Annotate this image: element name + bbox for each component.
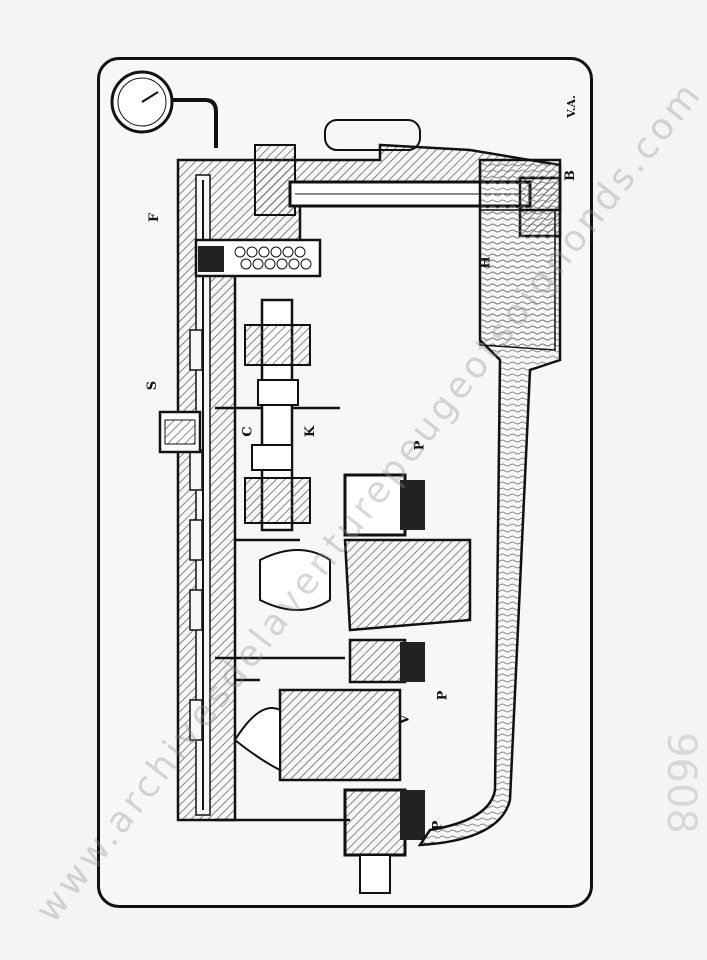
label-F: F [147,212,163,223]
label-K: K [303,425,319,438]
initials-label: V.A. [564,95,578,118]
label-H: H [478,256,494,269]
relief-valve [158,410,202,454]
label-P-bottom: P [430,820,446,831]
camshaft [244,298,311,532]
pressure-gauge [110,70,218,148]
oil-filter [194,238,322,278]
label-P-mid: P [435,690,451,701]
label-B: B [563,170,578,181]
oil-sump [417,158,562,847]
label-V: V [397,714,413,725]
crankshaft [233,473,472,894]
label-S: S [145,380,161,391]
handwritten-number: 9608 [657,732,704,834]
crankcase-top-wall [176,143,562,822]
label-C: C [240,426,256,437]
oil-feed-pipes [215,406,350,822]
